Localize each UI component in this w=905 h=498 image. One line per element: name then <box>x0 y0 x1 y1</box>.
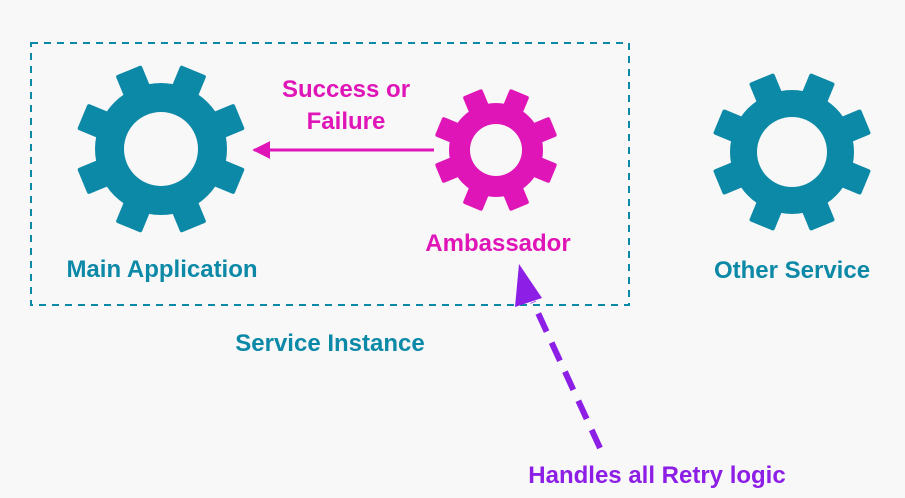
ambassador-gear-icon <box>435 89 557 211</box>
other-service-gear-icon <box>713 73 871 231</box>
retry-arrow-shaft <box>530 300 603 450</box>
service-instance-box <box>30 42 630 306</box>
main-application-gear-icon <box>77 65 245 233</box>
retry-note-label: Handles all Retry logic <box>528 462 785 489</box>
retry-arrowhead <box>515 264 542 307</box>
main-application-label: Main Application <box>66 256 257 283</box>
other-service-label: Other Service <box>714 257 870 284</box>
response-label-line1: Success or <box>282 76 410 103</box>
service-instance-label: Service Instance <box>235 330 424 357</box>
ambassador-label: Ambassador <box>425 230 570 257</box>
response-label-line2: Failure <box>307 108 386 135</box>
